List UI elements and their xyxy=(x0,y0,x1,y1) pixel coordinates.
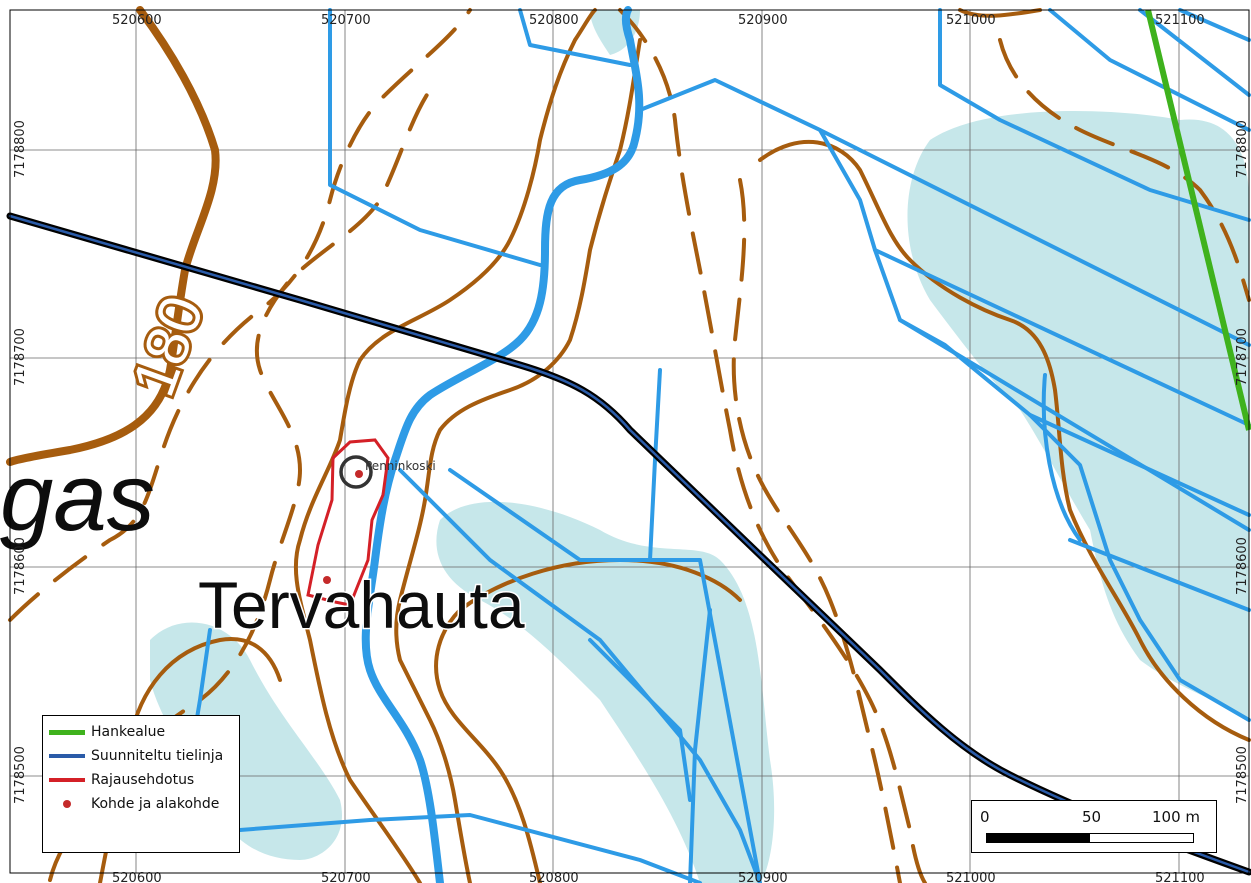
ditch-20 xyxy=(588,638,692,802)
x-label-bottom: 520600 xyxy=(112,871,162,883)
legend-line-symbol xyxy=(49,744,85,768)
grid-labels: 520600 520700 520800 520900 521000 52110… xyxy=(13,13,1250,883)
boundary-proposal[interactable] xyxy=(306,438,390,607)
y-label-left: 7178600 xyxy=(13,537,28,595)
legend-item-planned-road: Suunniteltu tielinja xyxy=(49,744,233,768)
contour-river-east xyxy=(394,38,642,883)
legend-label: Hankealue xyxy=(91,724,166,740)
scale-label-end: 100 m xyxy=(1152,808,1201,826)
ditch-7 xyxy=(1028,413,1251,517)
scale-bar-fill xyxy=(987,834,1090,842)
ditch-1 xyxy=(328,8,542,267)
y-label-left: 7178800 xyxy=(13,120,28,178)
x-label-top: 521000 xyxy=(946,13,996,28)
contour-index-180 xyxy=(6,6,220,466)
legend-line-symbol xyxy=(49,768,85,792)
contour-top-right xyxy=(958,8,1042,18)
ditch-18 xyxy=(238,813,702,883)
ditch-15 xyxy=(448,468,762,883)
ditch-9 xyxy=(938,8,1251,222)
contour-ridge-dashed xyxy=(998,38,1251,302)
water-area-southwest xyxy=(150,622,342,860)
x-label-top: 520900 xyxy=(738,13,788,28)
site-markers[interactable] xyxy=(323,455,373,584)
legend-line-symbol xyxy=(49,720,85,744)
ditch-8 xyxy=(1068,538,1251,612)
contour-west-loop xyxy=(8,8,472,622)
x-label-bottom: 520700 xyxy=(321,871,371,883)
ditch-11 xyxy=(1178,8,1251,42)
ditch-12 xyxy=(1138,8,1251,97)
ditch-10 xyxy=(1048,8,1251,132)
contour-label: 180 xyxy=(119,287,216,404)
contour-east-dashed xyxy=(731,178,902,883)
map-frame xyxy=(9,9,1250,874)
site-label: Penninkoski xyxy=(365,459,436,473)
project-area-line xyxy=(1145,9,1251,431)
ditch-5 xyxy=(873,248,1251,427)
y-label-right: 7178700 xyxy=(1235,328,1250,386)
stream-main xyxy=(361,6,644,883)
scale-label-zero: 0 xyxy=(980,808,990,826)
water-area-east xyxy=(907,111,1249,720)
x-label-top: 521100 xyxy=(1155,13,1205,28)
contour-ridge-north xyxy=(758,139,1251,742)
ditch-2 xyxy=(518,8,632,67)
legend-dot-symbol xyxy=(49,792,85,816)
legend-label: Suunniteltu tielinja xyxy=(91,748,224,764)
site-point-main xyxy=(355,470,363,478)
scale-label-mid: 50 xyxy=(1082,808,1102,826)
contour-west-inner xyxy=(48,88,432,882)
x-label-bottom: 521000 xyxy=(946,871,996,883)
place-label-partial: gas xyxy=(0,444,155,551)
streams xyxy=(188,6,1251,883)
legend-label: Rajausehdotus xyxy=(91,772,195,788)
y-label-right: 7178800 xyxy=(1235,120,1250,178)
x-label-bottom: 520900 xyxy=(738,871,788,883)
legend-item-project-area: Hankealue xyxy=(49,720,233,744)
legend-label: Kohde ja alakohde xyxy=(91,796,220,812)
site-point-sub xyxy=(323,576,331,584)
site-ring xyxy=(339,455,373,489)
x-label-top: 520800 xyxy=(529,13,579,28)
y-label-left: 7178500 xyxy=(13,746,28,804)
y-label-right: 7178600 xyxy=(1235,537,1250,595)
x-label-top: 520600 xyxy=(112,13,162,28)
ditch-4 xyxy=(818,128,1251,347)
scale-bar: 0 50 100 m xyxy=(971,800,1217,853)
x-label-bottom: 520800 xyxy=(529,871,579,883)
x-label-bottom: 521100 xyxy=(1155,871,1205,883)
y-label-left: 7178700 xyxy=(13,328,28,386)
x-label-top: 520700 xyxy=(321,13,371,28)
legend-item-site: Kohde ja alakohde xyxy=(49,792,233,816)
legend-item-boundary: Rajausehdotus xyxy=(49,768,233,792)
ditch-17 xyxy=(688,608,712,883)
place-label-main: Tervahauta xyxy=(198,568,525,642)
scale-bar-graphic xyxy=(986,833,1194,843)
ditch-6 xyxy=(898,318,1251,532)
contour-river-west xyxy=(293,8,597,883)
ditch-13 xyxy=(1041,373,1082,542)
contour-center xyxy=(618,8,927,883)
water-areas xyxy=(150,10,1249,883)
legend: Hankealue Suunniteltu tielinja Rajausehd… xyxy=(42,715,240,853)
y-label-right: 7178500 xyxy=(1235,746,1250,804)
ditch-16 xyxy=(648,368,662,562)
